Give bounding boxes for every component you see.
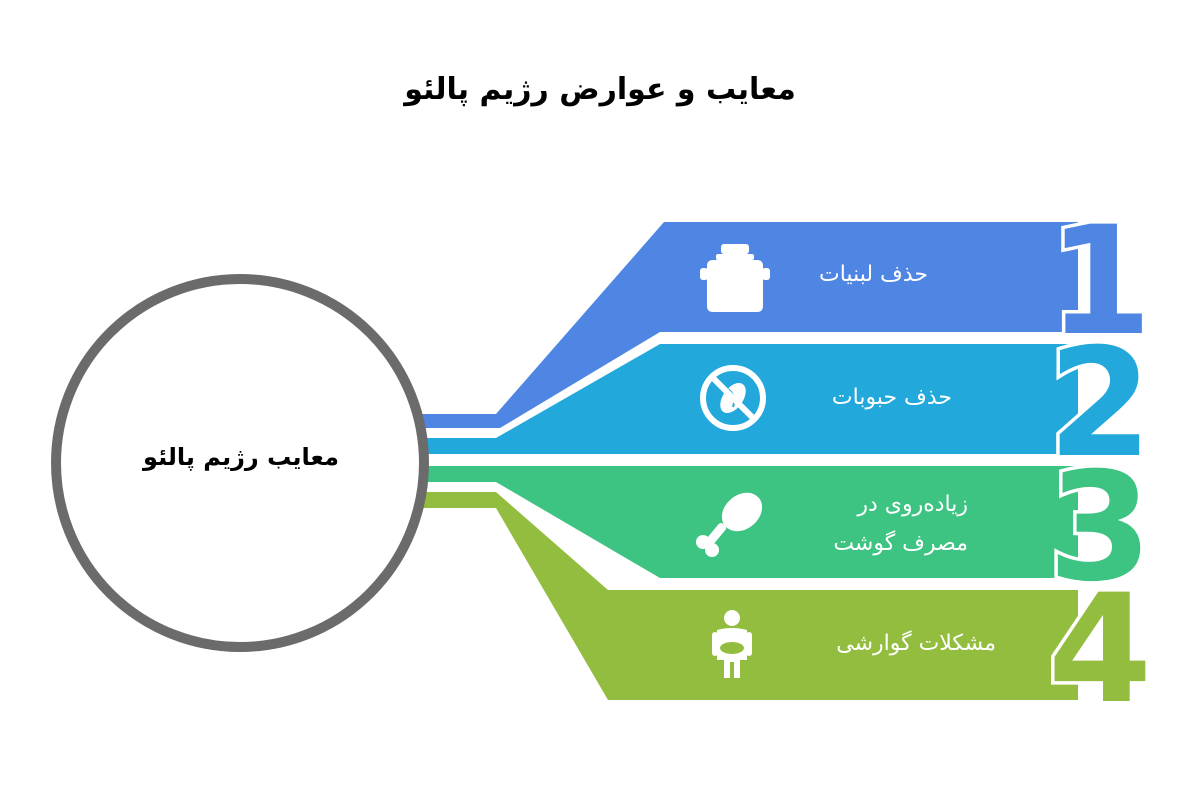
no-beans-icon: [700, 365, 766, 431]
number-4: 4: [1048, 563, 1152, 737]
item-label-2: حذف حبوبات: [831, 385, 952, 410]
page-title: معایب و عوارض رژیم پالئو: [404, 72, 796, 107]
item-label-1: حذف لبنیات: [819, 262, 928, 287]
number-2: 2: [1048, 317, 1152, 491]
item-label-3-line-2: مصرف گوشت: [833, 531, 968, 556]
center-label: معایب رژیم پالئو: [143, 443, 339, 471]
band-1: [412, 222, 1078, 428]
band-4: [412, 492, 1078, 700]
number-3: 3: [1048, 441, 1152, 615]
item-label-4: مشکلات گوارشی: [836, 631, 996, 656]
stomach-ache-person-icon: [712, 610, 752, 678]
meat-drumstick-icon: [696, 492, 763, 557]
number-1: 1: [1048, 195, 1152, 369]
band-2: [412, 344, 1078, 454]
milk-can-icon: [700, 244, 770, 312]
center-circle: [51, 274, 429, 652]
item-label-3-line-1: زیاده‌روی در: [857, 492, 968, 517]
